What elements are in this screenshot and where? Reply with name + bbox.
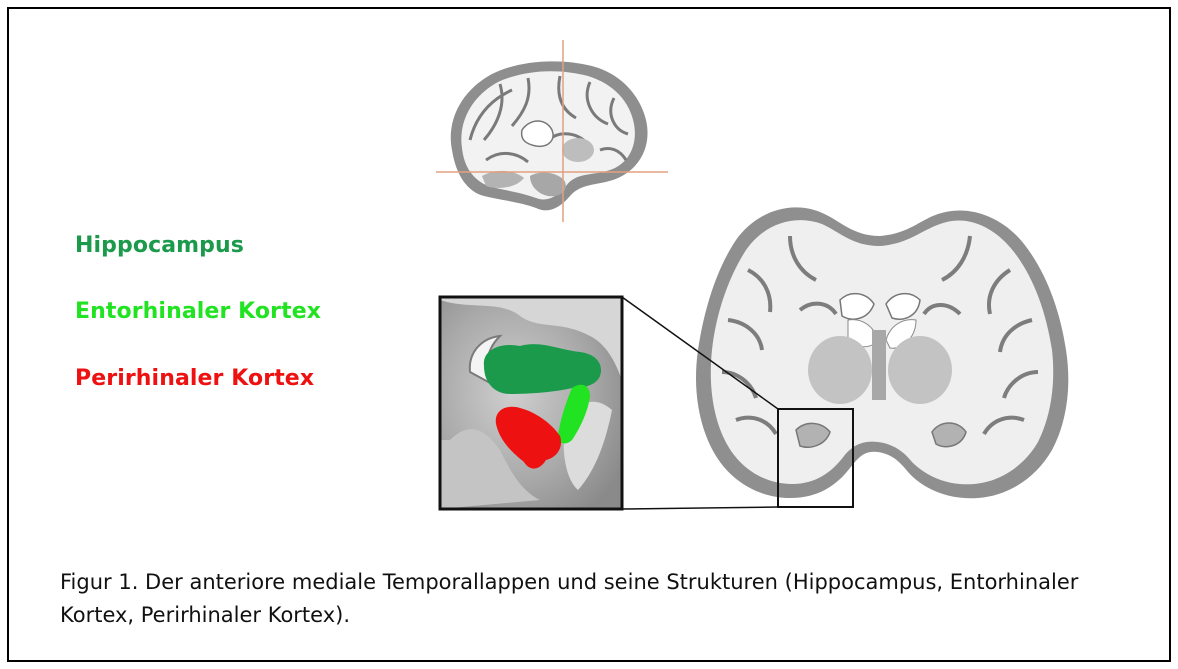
legend-hippocampus-label: Hippocampus bbox=[75, 233, 244, 258]
legend-hippocampus: Hippocampus bbox=[75, 233, 244, 258]
zoom-connector-bottom bbox=[622, 507, 778, 509]
legend-entorhinal: Entorhinaler Kortex bbox=[75, 299, 321, 324]
sagittal-slice bbox=[436, 40, 668, 222]
figure-caption: Figur 1. Der anteriore mediale Temporall… bbox=[60, 566, 1140, 632]
legend-perirhinal-label: Perirhinaler Kortex bbox=[75, 366, 314, 391]
legend-perirhinal: Perirhinaler Kortex bbox=[75, 366, 314, 391]
coronal-slice bbox=[696, 207, 1068, 507]
legend-entorhinal-label: Entorhinaler Kortex bbox=[75, 299, 321, 324]
zoom-inset bbox=[440, 297, 622, 509]
